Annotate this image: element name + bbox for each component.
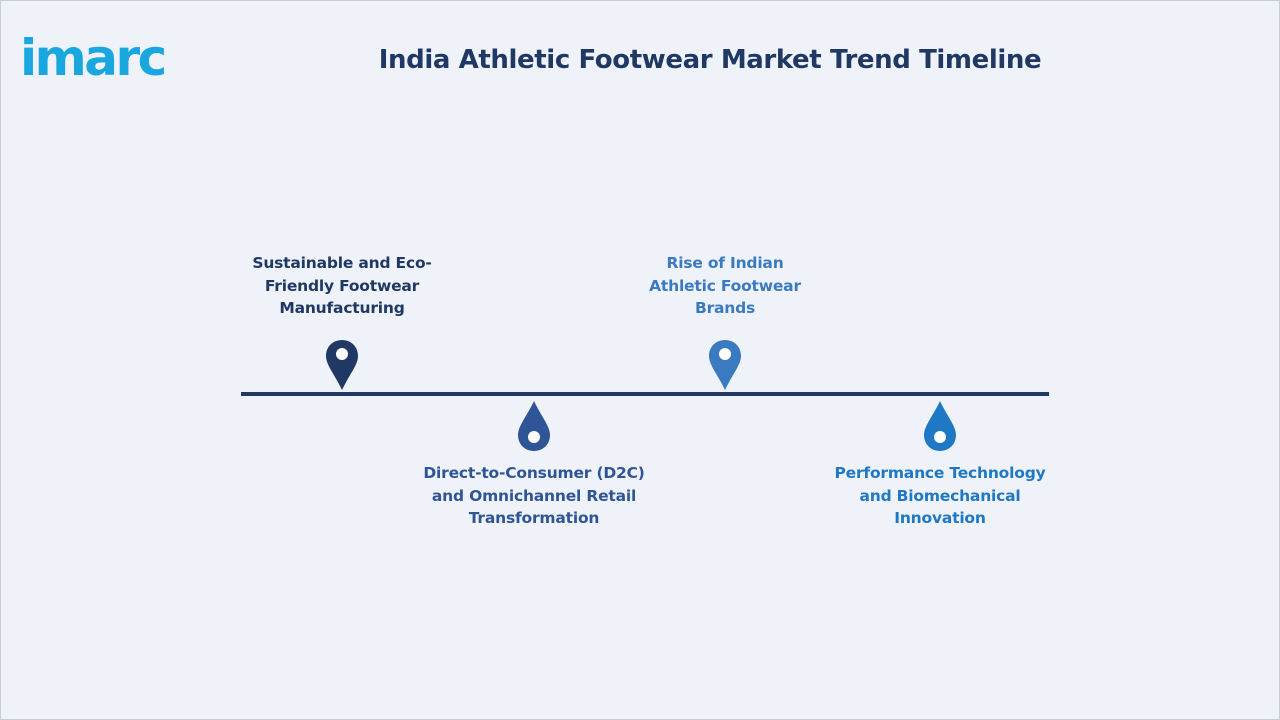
map-pin-icon bbox=[708, 338, 742, 391]
imarc-logo: imarc bbox=[20, 15, 202, 79]
page-title: India Athletic Footwear Market Trend Tim… bbox=[378, 45, 1042, 75]
map-pin-icon bbox=[517, 400, 551, 453]
map-pin-icon bbox=[325, 338, 359, 391]
milestone-label: Sustainable and Eco- Friendly Footwear M… bbox=[252, 254, 432, 317]
milestone-label: Performance Technology and Biomechanical… bbox=[834, 464, 1046, 527]
logo-wordmark: imarc bbox=[20, 29, 165, 79]
milestone-label: Rise of Indian Athletic Footwear Brands bbox=[649, 254, 801, 317]
milestone-label: Direct-to-Consumer (D2C) and Omnichannel… bbox=[423, 464, 645, 527]
timeline-axis bbox=[241, 392, 1049, 396]
map-pin-icon bbox=[923, 400, 957, 453]
